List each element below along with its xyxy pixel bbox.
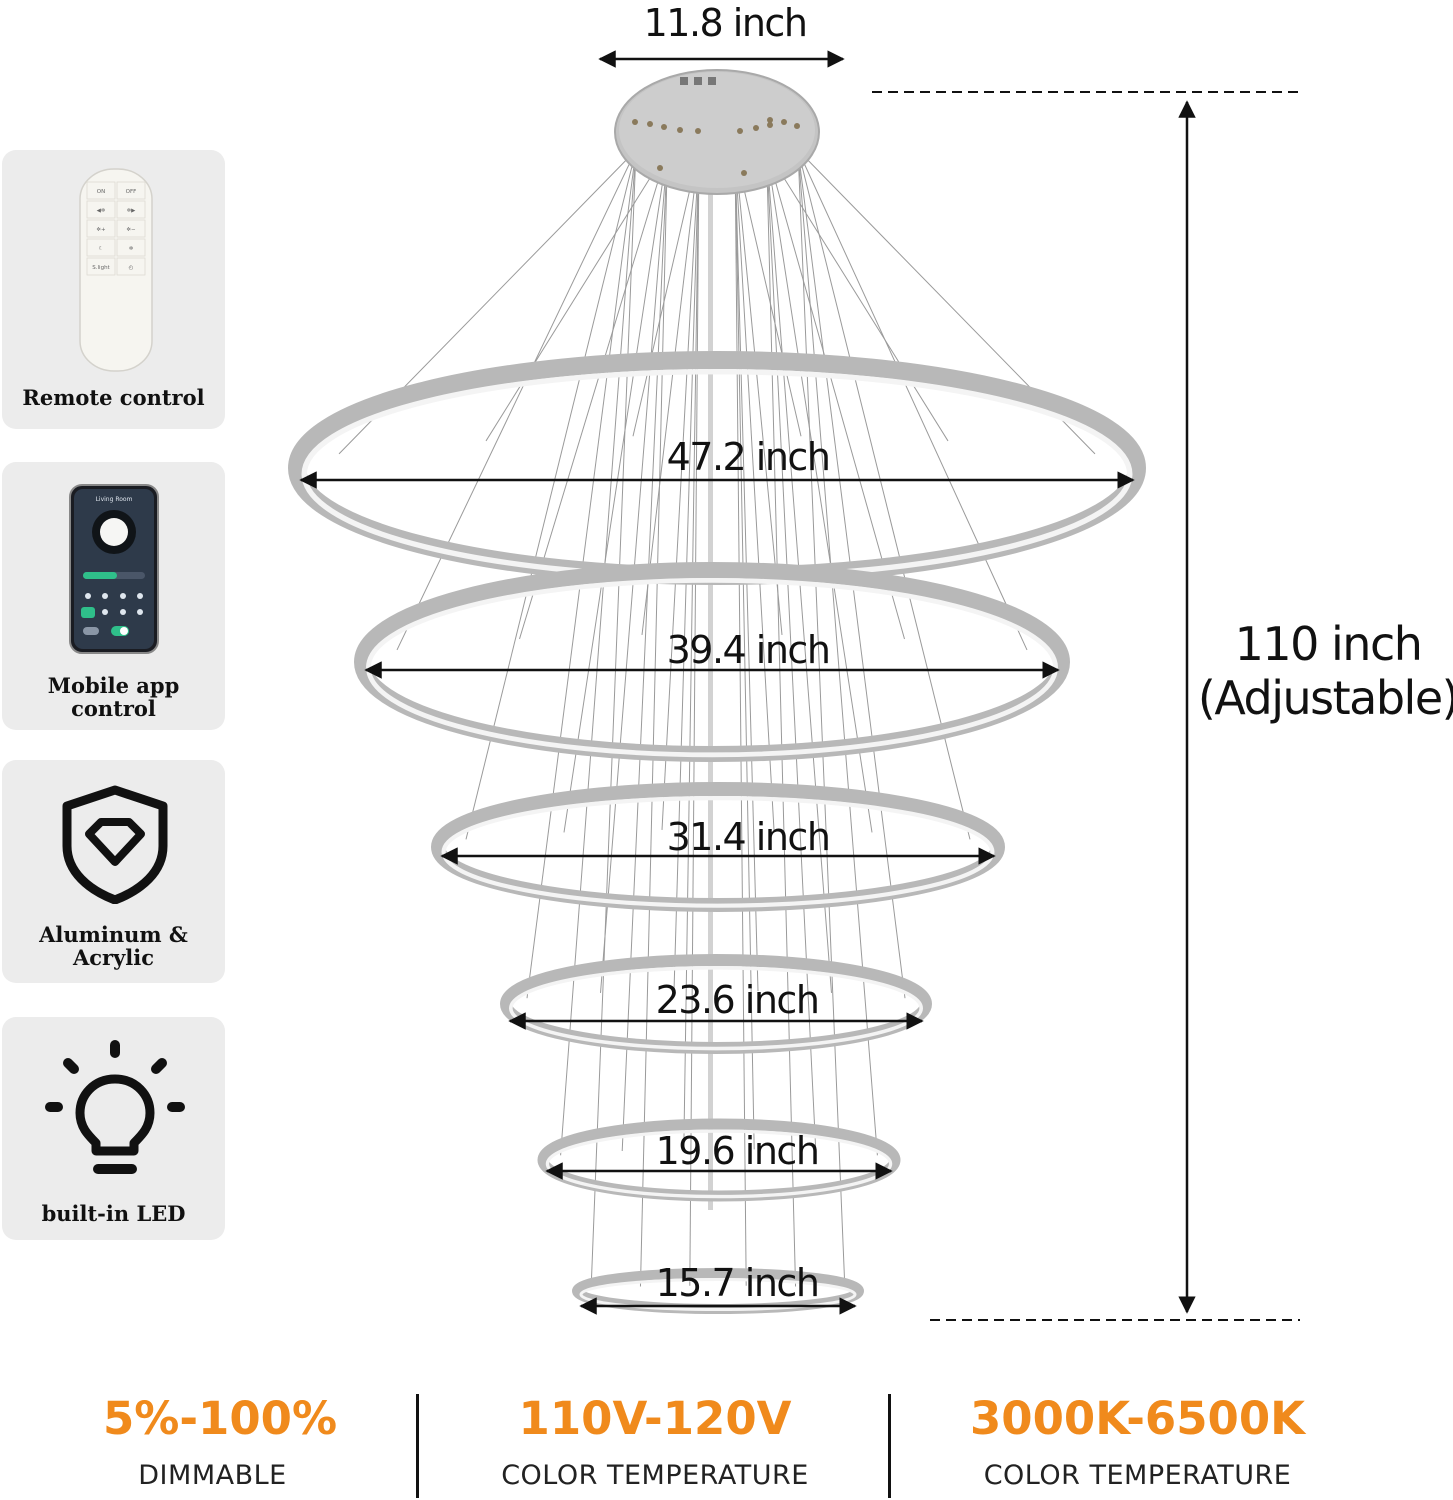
remote-control-icon: ON OFF ◀✲ ✲▶ ✲+ ✲− ☾ ✲ S.light ◴	[79, 168, 153, 372]
remote-button	[86, 257, 116, 276]
app-screen-title: Living Room	[96, 496, 133, 503]
stat-value-dimmable: 5%-100%	[102, 1392, 338, 1445]
remote-button	[86, 219, 116, 238]
center-rod	[708, 150, 713, 1210]
suspension-cable	[734, 149, 775, 830]
ring-tier: 19.6 inch	[537, 1118, 901, 1202]
suspension-cable	[766, 149, 817, 1152]
ring-tier: 47.2 inch	[288, 351, 1146, 585]
suspension-cable	[641, 149, 700, 636]
remote-button-label: ✲▶	[127, 207, 137, 214]
suspension-cable	[734, 149, 755, 1150]
height-label-line2: (Adjustable)	[1198, 671, 1453, 725]
ring-diameter-label: 39.4 inch	[667, 628, 830, 672]
ring-diameter-label: 47.2 inch	[667, 435, 830, 479]
suspension-cable	[797, 149, 878, 1156]
suspension-cable	[797, 149, 1028, 651]
remote-button-label: ☾	[99, 246, 104, 252]
suspension-cable	[590, 149, 637, 1289]
remote-button-label: ✲	[129, 245, 134, 252]
ring-diameter-label: 31.4 inch	[667, 815, 830, 859]
shield-diamond-icon	[59, 784, 171, 905]
stat-value-color-temp: 3000K-6500K	[970, 1392, 1305, 1445]
lightbulb-icon	[42, 1039, 188, 1179]
chandelier-diagram: 47.2 inch 39.4 inch 31.4 inch 23.6 inch 19.6…	[288, 1, 1453, 1321]
remote-button	[116, 219, 146, 238]
suspension-cable	[734, 149, 783, 636]
feature-label-line: Aluminum &	[39, 922, 188, 947]
feature-label-material: Aluminum & Acrylic	[2, 923, 225, 969]
feature-label-line: Remote control	[22, 385, 205, 410]
height-label-line1: 110 inch	[1235, 617, 1422, 671]
suspension-cable	[632, 149, 700, 437]
feature-label-line: built-in LED	[41, 1201, 186, 1226]
ring-tier: 39.4 inch	[354, 562, 1070, 762]
suspension-cable	[766, 149, 873, 833]
suspension-cable	[639, 149, 668, 1287]
suspension-cable	[661, 149, 700, 830]
ring-diameter-label: 23.6 inch	[656, 978, 819, 1022]
suspension-cable	[734, 149, 747, 1286]
suspension-cable	[396, 149, 637, 651]
suspension-cable	[797, 149, 846, 1289]
stat-divider	[888, 1394, 891, 1498]
feature-label-line: control	[71, 696, 156, 721]
remote-button	[86, 200, 116, 219]
suspension-cable	[560, 149, 637, 1156]
canopy-width-label: 11.8 inch	[644, 1, 807, 45]
stat-caption-color-temp: COLOR TEMPERATURE	[983, 1460, 1292, 1491]
remote-button-label: ◴	[129, 265, 134, 271]
ring-tier: 23.6 inch	[500, 954, 932, 1054]
feature-label-app: Mobile app control	[2, 674, 225, 720]
ring-tier: 15.7 inch	[572, 1261, 864, 1315]
ring-highlight	[508, 965, 923, 1051]
remote-button-label: S.light	[92, 265, 110, 271]
feature-card-remote: ON OFF ◀✲ ✲▶ ✲+ ✲− ☾ ✲ S.light ◴ Remote control	[2, 150, 225, 429]
ring-tier: 31.4 inch	[431, 782, 1005, 912]
feature-label-line: Acrylic	[72, 945, 155, 970]
stat-caption-dimmable: DIMMABLE	[138, 1460, 287, 1491]
ceiling-canopy	[614, 69, 820, 195]
remote-button-label: ON	[97, 189, 105, 195]
stat-divider	[416, 1394, 419, 1498]
ring-diameter-label: 15.7 inch	[656, 1261, 819, 1305]
suspension-cable	[689, 149, 700, 1286]
suspension-cable	[766, 149, 949, 442]
feature-card-led: built-in LED	[2, 1017, 225, 1240]
remote-button-label: OFF	[126, 189, 137, 195]
mobile-app-icon: Living Room	[69, 484, 159, 654]
suspension-cable	[766, 149, 905, 640]
remote-button-label: ◀✲	[97, 207, 106, 214]
remote-button-label: ✲+	[96, 226, 106, 233]
suspension-cable	[621, 149, 668, 1152]
suspension-cable	[563, 149, 668, 833]
stat-caption-voltage: COLOR TEMPERATURE	[501, 1460, 809, 1491]
suspension-cable	[766, 149, 797, 1287]
remote-button	[86, 238, 116, 257]
remote-button	[116, 238, 146, 257]
feature-card-app: Living Room Mobile app control	[2, 462, 225, 730]
feature-card-material: Aluminum & Acrylic	[2, 760, 225, 983]
stat-value-voltage: 110V-120V	[518, 1392, 792, 1445]
feature-label-led: built-in LED	[2, 1202, 225, 1225]
remote-button	[116, 257, 146, 276]
remote-button	[116, 200, 146, 219]
remote-button	[86, 181, 116, 200]
feature-label-line: Mobile app	[47, 673, 180, 698]
remote-button	[116, 181, 146, 200]
suspension-cable	[734, 149, 802, 437]
suspension-cable	[683, 149, 700, 1150]
ring-diameter-label: 19.6 inch	[656, 1129, 819, 1173]
suspension-cable	[465, 149, 637, 840]
feature-label-remote: Remote control	[2, 386, 225, 409]
remote-button-label: ✲−	[126, 226, 136, 233]
suspension-cable	[485, 149, 668, 442]
